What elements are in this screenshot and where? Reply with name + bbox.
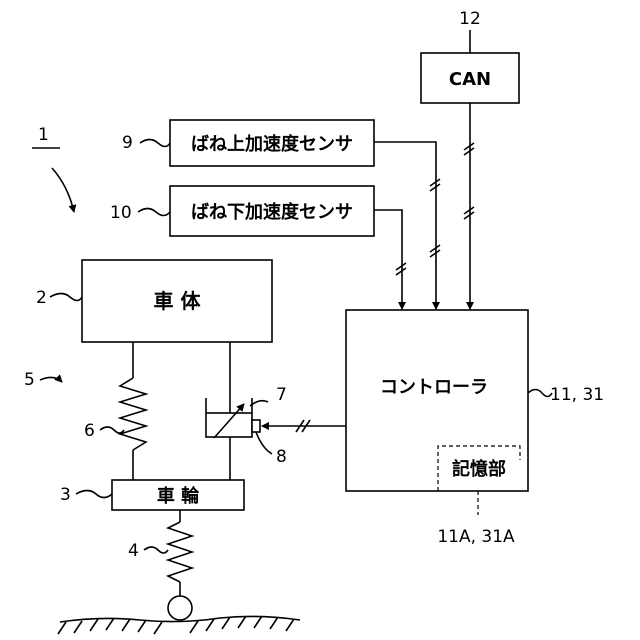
can-ref-number: 12	[459, 9, 481, 29]
tire-spring	[168, 510, 192, 596]
system-ref-arrow	[52, 168, 74, 212]
wheel-ref-leader	[76, 491, 112, 498]
memory-label: 記憶部	[452, 458, 506, 480]
unsprung-acceleration-sensor-block: ばね下加速度センサ	[170, 186, 374, 236]
sprung-sensor-label: ばね上加速度センサ	[191, 133, 353, 155]
tire-spring-leader	[144, 547, 168, 553]
suspension-spring	[120, 342, 146, 480]
vehicle-body-leader	[50, 294, 82, 301]
tire-spring-ref-number: 4	[128, 541, 139, 561]
can-block: CAN	[421, 53, 519, 103]
wheel-ref-number: 3	[60, 485, 71, 505]
can-label: CAN	[449, 69, 491, 90]
spring-ref-leader	[100, 427, 124, 433]
can-signal-line	[464, 103, 474, 309]
unsprung-sensor-signal-line	[374, 210, 406, 309]
controller-ref-leader	[528, 390, 552, 397]
unsprung-sensor-label: ばね下加速度センサ	[191, 201, 353, 223]
sprung-sensor-second-break	[430, 245, 440, 257]
wheel-block: 車 輪	[112, 480, 244, 510]
vehicle-body-block: 車 体	[82, 260, 272, 342]
suspension-ref-number: 5	[24, 370, 35, 390]
wheel-label: 車 輪	[157, 485, 200, 507]
actuator-ref-number: 8	[276, 447, 287, 467]
vehicle-body-ref-number: 2	[36, 288, 47, 308]
suspension-ref-arrow	[40, 377, 62, 382]
tire-contact	[168, 596, 192, 620]
sprung-sensor-leader	[140, 140, 170, 147]
sprung-sensor-ref-number: 9	[122, 133, 133, 153]
memory-ref-number: 11A, 31A	[437, 527, 515, 547]
controller-label: コントローラ	[380, 377, 488, 398]
unsprung-sensor-ref-number: 10	[110, 203, 132, 223]
vehicle-body-label: 車 体	[154, 289, 202, 313]
actuator-signal-line	[262, 420, 346, 432]
sprung-acceleration-sensor-block: ばね上加速度センサ	[170, 120, 374, 166]
controller-ref-number: 11, 31	[550, 385, 604, 405]
damper-ref-number: 7	[276, 385, 287, 405]
actuator	[252, 420, 260, 432]
actuator-ref-leader	[256, 432, 272, 454]
system-ref-number: 1	[38, 125, 49, 145]
damper	[206, 342, 252, 480]
unsprung-sensor-leader	[138, 209, 170, 216]
sprung-sensor-signal-line	[374, 142, 440, 309]
spring-ref-number: 6	[84, 421, 95, 441]
